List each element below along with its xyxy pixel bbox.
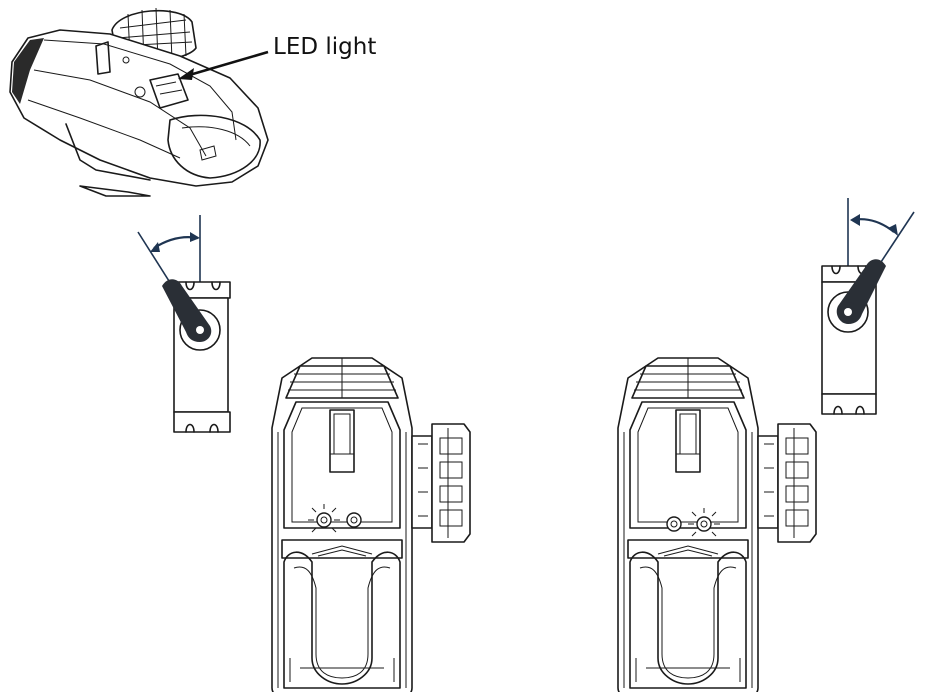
transmitter-perspective: [9, 7, 269, 197]
led-callout-arrow: [178, 50, 269, 80]
led-unlit-indicator: [666, 516, 682, 532]
led-unlit-indicator: [346, 512, 362, 528]
led-lit-indicator: [308, 504, 340, 533]
servo-left: [137, 215, 231, 433]
transmitter-top-left: [271, 357, 471, 692]
transmitter-top-right: [617, 357, 817, 692]
led-lit-indicator: [688, 508, 720, 537]
led-light-label: LED light: [273, 34, 377, 60]
servo-right: [821, 198, 915, 415]
